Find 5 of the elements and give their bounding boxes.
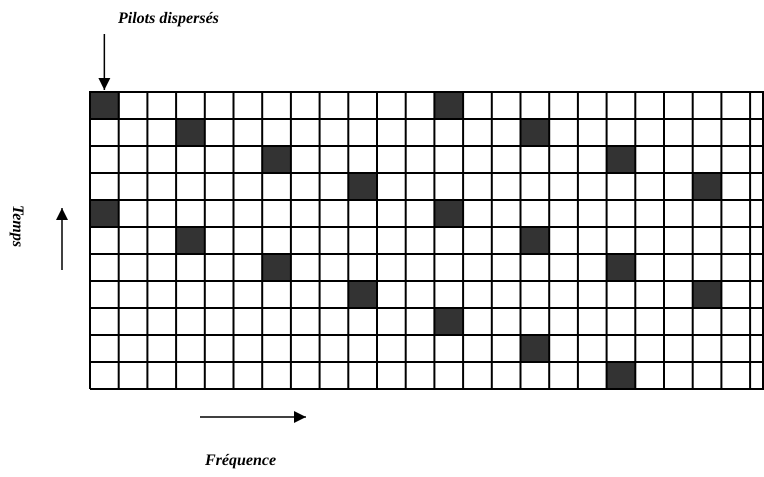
pilot-cell — [89, 91, 120, 120]
leader-arrow — [98, 34, 110, 90]
callout-label: Pilots dispersés — [118, 10, 219, 28]
axis-label: Fréquence — [205, 452, 276, 470]
axis-label: Temps — [8, 205, 26, 248]
